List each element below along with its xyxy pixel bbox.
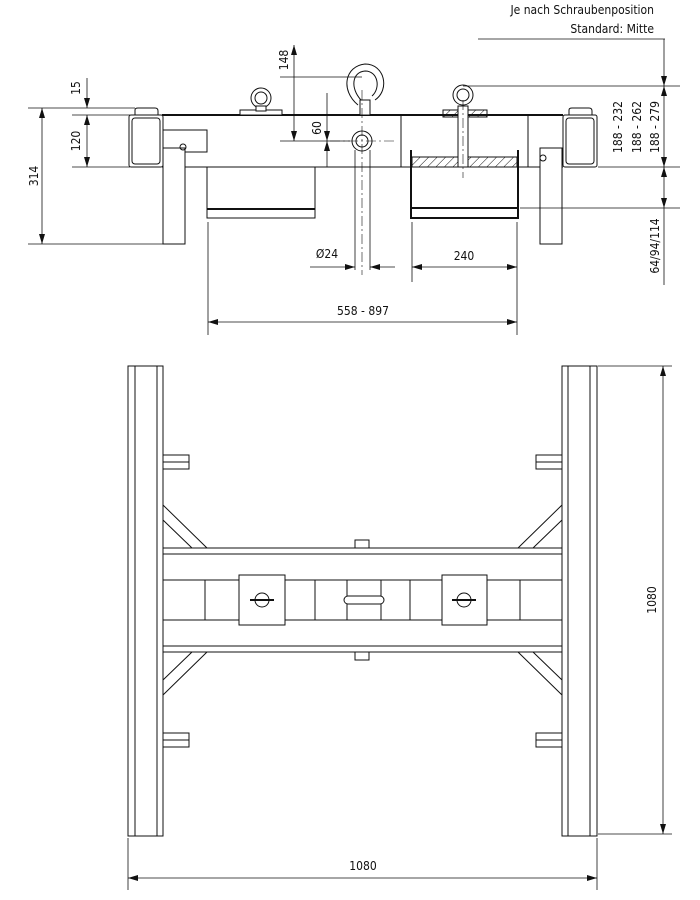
right-rail [561,365,598,837]
rail-bolts [162,454,563,748]
dim-240: 240 [454,249,475,263]
dim-60: 60 [310,121,324,135]
dim-188-279: 188 - 279 [648,101,662,153]
eyebolt-left [250,87,272,109]
dim-diameter-24: Ø24 [316,247,338,261]
left-end-profile [128,114,164,168]
left-leg [162,147,186,245]
dim-188-262: 188 - 262 [630,101,644,153]
left-rail [127,365,164,837]
dim-1080-vertical: 1080 [645,586,659,614]
right-end-profile [562,114,598,168]
dim-15: 15 [69,81,83,95]
dim-314: 314 [27,166,41,187]
dim-1080-horizontal: 1080 [349,859,377,873]
dim-188-232: 188 - 232 [611,101,625,153]
dim-558-897: 558 - 897 [337,304,389,318]
crane-hook [346,63,385,106]
dim-64-94-114: 64/94/114 [648,218,662,273]
note-line-2: Standard: Mitte [570,22,654,36]
dim-120: 120 [69,131,83,152]
top-view: 1080 1080 [127,365,672,890]
right-leg [539,147,563,245]
note-line-1: Je nach Schraubenposition [509,3,654,17]
side-view: 314 15 120 148 60 Ø24 240 558 - 897 [27,38,680,335]
dim-148: 148 [277,50,291,71]
